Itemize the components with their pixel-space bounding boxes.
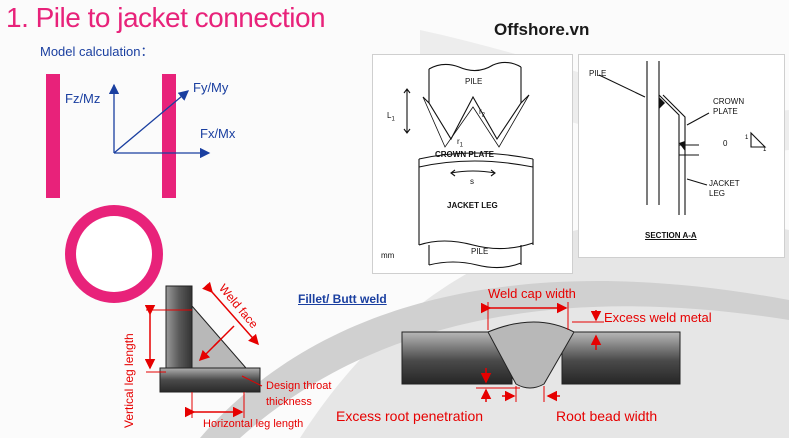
crown-plate-figure: PILE L1 r2 r1 CROWN PLATE s JACKET LEG P…: [372, 54, 573, 274]
label-zero: 0: [723, 139, 728, 148]
fillet-butt-heading: Fillet/ Butt weld: [298, 292, 387, 306]
label-pile-bottom: PILE: [471, 247, 489, 256]
label-slope-bottom: 1: [763, 147, 767, 153]
label-crown-2: PLATE: [713, 107, 738, 116]
label-r1: r1: [457, 137, 464, 149]
section-a-a-figure: PILE CROWN PLATE 0 1 1 JACKET LEG SECTIO…: [578, 54, 785, 258]
label-root-bead-width: Root bead width: [556, 408, 658, 424]
axis-label-fz-mz: Fz/Mz: [65, 91, 101, 106]
label-crown-plate: CROWN PLATE: [435, 150, 494, 159]
model-calculation-label: Model calculation：: [40, 44, 154, 59]
label-weld-cap-width: Weld cap width: [488, 286, 576, 301]
axis-label-fx-mx: Fx/Mx: [200, 126, 236, 141]
label-l1: L1: [387, 111, 395, 123]
label-section-pile: PILE: [589, 69, 607, 78]
label-s: s: [470, 177, 474, 186]
slide-title: 1. Pile to jacket connection: [6, 2, 326, 33]
pile-model-sketch: [46, 74, 211, 303]
label-excess-weld-metal: Excess weld metal: [604, 310, 712, 325]
brand-label: Offshore.vn: [494, 20, 590, 39]
crown-plate-drawing: [403, 61, 534, 269]
axis-label-fy-my: Fy/My: [193, 80, 229, 95]
pile-wall-left: [46, 74, 60, 198]
label-jacket-leg: JACKET LEG: [447, 201, 498, 210]
label-excess-root-penetration: Excess root penetration: [336, 408, 484, 424]
label-slope-top: 1: [745, 135, 749, 141]
section-drawing: [598, 61, 767, 215]
label-jacket-2: LEG: [709, 189, 726, 198]
label-design-throat: Design throat: [266, 380, 332, 392]
label-crown-1: CROWN: [713, 97, 745, 106]
label-section-a-a: SECTION A-A: [645, 231, 697, 240]
label-thickness: thickness: [266, 396, 312, 408]
label-unit-mm: mm: [381, 251, 395, 260]
label-jacket-1: JACKET: [709, 179, 740, 188]
label-pile-top: PILE: [465, 77, 483, 86]
label-horizontal-leg: Horizontal leg length: [203, 418, 304, 430]
pile-wall-right: [162, 74, 176, 198]
label-r2: r2: [479, 107, 486, 119]
